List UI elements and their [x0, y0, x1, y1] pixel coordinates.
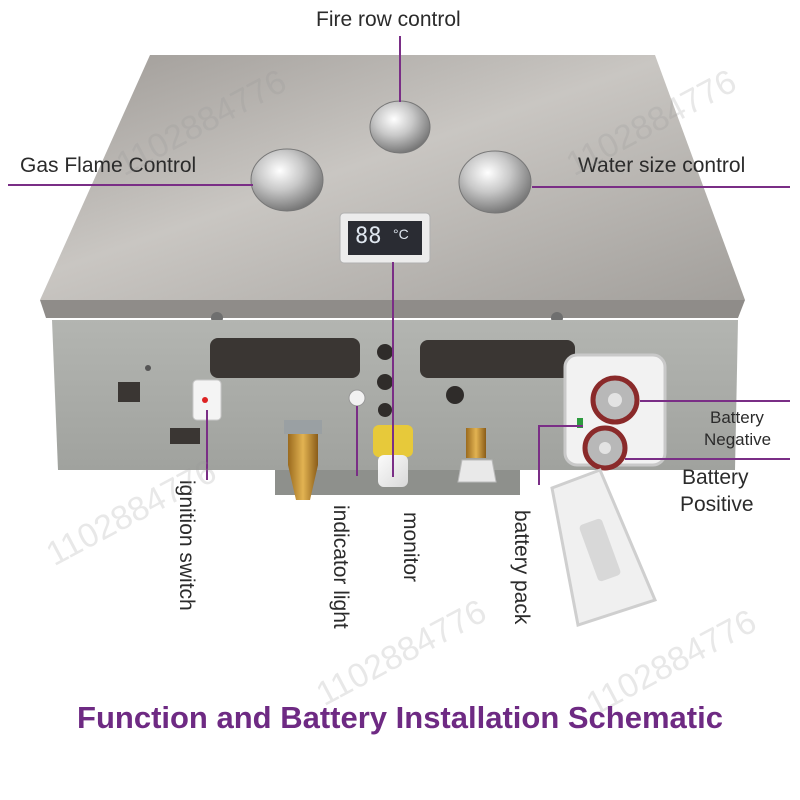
front-vent-left [210, 338, 360, 378]
port-hole-2 [377, 374, 393, 390]
side-slot [118, 382, 140, 402]
label-battery-pack: battery pack [510, 510, 533, 625]
battery-positive-center [599, 442, 611, 454]
front-vent-right [420, 340, 575, 378]
port-hole-4 [446, 386, 464, 404]
diagram-title: Function and Battery Installation Schema… [77, 700, 723, 735]
label-indicator-light: indicator light [329, 505, 352, 629]
leader-battery-pack-v [538, 425, 540, 485]
battery-cover-clip [579, 518, 621, 582]
display-screen [348, 221, 422, 255]
display-unit: °C [393, 226, 409, 242]
small-screw [145, 365, 151, 371]
port-hole-1 [377, 344, 393, 360]
label-monitor: monitor [399, 512, 422, 583]
battery-negative-center [608, 393, 622, 407]
leader-battery-positive [625, 458, 790, 460]
leader-fire-row [399, 36, 401, 102]
label-water-size-control: Water size control [578, 154, 746, 177]
heater-top-panel [40, 55, 745, 300]
leader-monitor [392, 262, 394, 477]
label-fire-row-control: Fire row control [316, 8, 461, 31]
battery-contact [577, 418, 583, 428]
leader-ignition [206, 410, 208, 480]
display-readout: 88 [355, 224, 382, 249]
hot-water-outlet [466, 428, 486, 458]
label-gas-flame-control: Gas Flame Control [20, 154, 197, 177]
ignition-switch-led [202, 397, 208, 403]
leader-battery-pack-h [538, 425, 583, 427]
gas-flame-knob [250, 148, 324, 212]
leader-gas-flame [8, 184, 253, 186]
water-size-knob [458, 150, 532, 214]
leader-indicator [356, 406, 358, 476]
gas-inlet-fitting [288, 425, 318, 500]
leader-battery-negative [640, 400, 790, 402]
fire-row-knob [369, 100, 431, 154]
label-battery-negative-1: Battery [710, 408, 764, 427]
leader-water-size [532, 186, 790, 188]
outlet-cap [457, 459, 497, 483]
port-hole-3 [378, 403, 392, 417]
label-battery-positive-2: Positive [680, 493, 754, 516]
gas-inlet-nut [284, 420, 322, 434]
indicator-light-hole [348, 389, 366, 407]
lower-slot [170, 428, 200, 444]
label-battery-negative-2: Negative [704, 430, 772, 449]
label-battery-positive-1: Battery [682, 466, 749, 489]
